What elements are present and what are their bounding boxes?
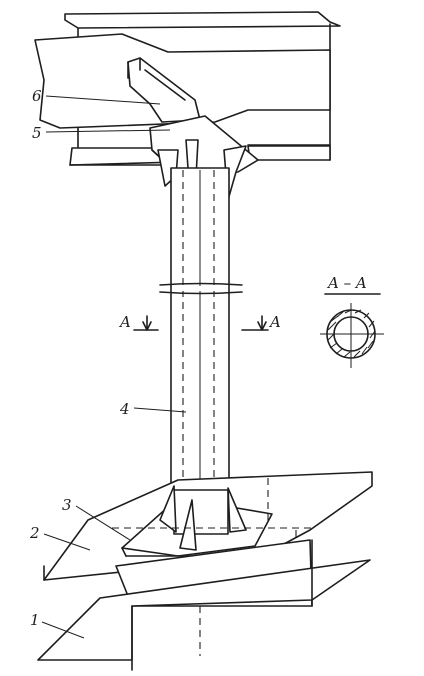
break-line-upper	[159, 282, 243, 286]
leader-3	[75, 505, 131, 541]
leader-lines	[41, 95, 187, 639]
callout-4: 4	[119, 400, 130, 418]
base-assembly	[43, 471, 373, 600]
break-line-lower	[159, 291, 243, 295]
upper-beam	[34, 11, 341, 166]
column-shaft	[159, 167, 243, 499]
section-arrow-right-head	[257, 321, 267, 331]
callout-3: 3	[62, 496, 72, 514]
callout-6: 6	[32, 87, 42, 105]
section-title: A – A	[326, 274, 367, 292]
leader-6	[45, 95, 161, 105]
callout-5: 5	[32, 124, 42, 142]
base-stiffener-left	[159, 485, 177, 533]
leader-1	[41, 621, 85, 639]
base-stiffener-right	[227, 487, 247, 533]
section-view: A – A	[320, 274, 384, 368]
leader-5	[45, 129, 171, 133]
upper-beam-top-flange	[64, 11, 341, 29]
base-stiffener-front	[179, 499, 197, 551]
leader-2	[43, 533, 91, 551]
callout-2: 2	[29, 524, 40, 542]
section-marker-left: A	[118, 313, 131, 331]
section-markers: A A	[118, 313, 281, 331]
upper-slab	[34, 33, 331, 129]
callout-1: 1	[30, 611, 40, 629]
leader-4	[133, 407, 187, 413]
break-gap	[172, 286, 228, 291]
base-plate-thickness-a	[121, 547, 127, 557]
lower-beam	[37, 539, 371, 671]
bracket-inner-line	[144, 69, 186, 101]
section-arrow-left-head	[142, 321, 152, 331]
pipe-wall-hatch	[327, 309, 376, 358]
section-marker-right: A	[268, 313, 281, 331]
shaft-foot	[173, 489, 229, 535]
